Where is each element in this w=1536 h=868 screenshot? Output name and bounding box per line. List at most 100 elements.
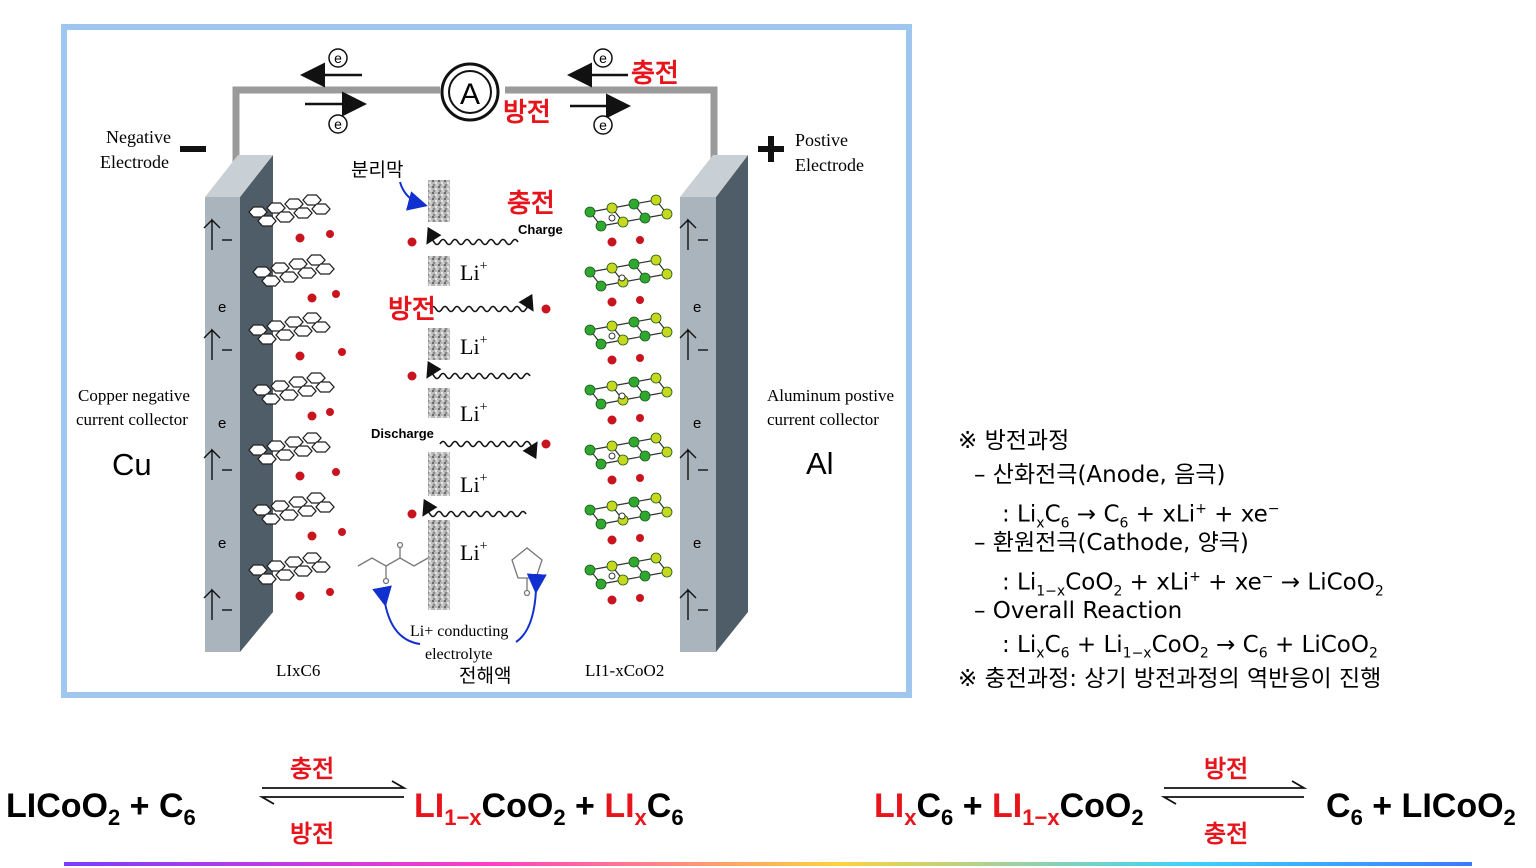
external-circuit-wire	[232, 86, 718, 175]
lithium-ion-dot	[407, 509, 417, 519]
graphite-layer	[248, 312, 331, 345]
charge-label-mid: 충전	[507, 189, 555, 219]
plus-sign-icon	[758, 136, 784, 162]
lithium-ion-dot	[295, 351, 305, 361]
electron-symbol: e	[334, 50, 342, 66]
lithium-ion-dot	[307, 531, 317, 541]
collector-current-arrows	[203, 218, 708, 620]
right-equation-reactants: LIxC6 + LI1−xCoO2	[874, 787, 1144, 830]
cathode-layer	[584, 492, 673, 545]
cathode-layer	[584, 372, 673, 425]
charge-process-note: ※ 충전과정: 상기 방전과정의 역반응이 진행	[958, 666, 1382, 692]
svg-text:Li+: Li+	[460, 400, 488, 426]
separator-label: 분리막	[351, 159, 403, 181]
left-equation-top-label: 충전	[290, 755, 334, 783]
collector-electron-labels: e e e e e e	[218, 299, 701, 552]
aluminum-collector-label-2: current collector	[767, 410, 879, 429]
discharge-english-label: Discharge	[371, 426, 434, 441]
cathode-formula-label: LI1-xCoO2	[585, 661, 664, 680]
oxidation-equation: : LixC6 → C6 + xLi+ + xe−	[1002, 501, 1280, 532]
lithium-ion-dot	[607, 415, 617, 425]
separator-pointer-arrow	[399, 181, 428, 211]
lithium-ion-dot	[607, 595, 617, 605]
lithium-ion-dot	[338, 528, 346, 536]
charge-label-top: 충전	[631, 59, 679, 89]
lithium-ion-dot	[636, 594, 644, 602]
electrolyte-pointer-right	[515, 573, 547, 643]
positive-electrode-label: Postive	[795, 130, 848, 150]
electron-symbol: e	[693, 415, 701, 432]
electron-symbol: e	[334, 116, 342, 132]
left-equation-bottom-label: 방전	[290, 820, 334, 848]
graphite-layer	[248, 194, 331, 227]
electrolyte-pointer-left	[372, 585, 421, 645]
aluminum-symbol: Al	[806, 446, 834, 481]
discharge-label-top: 방전	[503, 98, 551, 128]
negative-electrode-label-2: Electrode	[100, 152, 169, 172]
copper-collector-label-2: current collector	[76, 410, 188, 429]
negative-electrode-label: Negative	[106, 127, 171, 147]
discharge-process-title: ※ 방전과정	[958, 428, 1070, 454]
minus-sign-icon	[180, 146, 206, 152]
svg-text:Li+: Li+	[460, 259, 488, 285]
svg-text:Li+: Li+	[460, 471, 488, 497]
lithium-ion-dot	[607, 475, 617, 485]
graphite-layer	[252, 254, 335, 287]
lithium-ion-dot	[295, 591, 305, 601]
reaction-notes: ※ 방전과정 – 산화전극(Anode, 음극) : LixC6 → C6 + …	[958, 424, 1384, 696]
lithium-ion-dot	[636, 414, 644, 422]
anode-formula-label: LIxC6	[276, 661, 320, 680]
lithium-ion-dot	[295, 233, 305, 243]
graphite-anode-layers	[248, 194, 346, 601]
graphite-layer	[252, 372, 335, 405]
equilibrium-arrows-left	[258, 780, 408, 805]
right-equation-products: C6 + LICoO2	[1326, 787, 1516, 830]
lithium-ion-dot	[326, 588, 334, 596]
cathode-layer	[584, 254, 673, 307]
lithium-ion-dot	[307, 293, 317, 303]
electron-symbol: e	[599, 50, 607, 66]
right-equation-top-label: 방전	[1204, 755, 1248, 783]
lithium-ion-dot	[338, 348, 346, 356]
lithium-ion-dot	[407, 371, 417, 381]
aluminum-collector-label: Aluminum postive	[767, 386, 894, 405]
electron-symbol-icons: e e e e	[328, 48, 613, 135]
reduction-equation: : Li1−xCoO2 + xLi+ + xe− → LiCoO2	[1002, 569, 1384, 600]
overall-reaction-equation: : LixC6 + Li1−xCoO2 → C6 + LiCoO2	[1002, 632, 1378, 662]
lithium-ion-dot	[607, 355, 617, 365]
svg-text:Li+: Li+	[460, 539, 488, 565]
right-equation-bottom-label: 충전	[1204, 820, 1248, 848]
linear-carbonate-molecule-icon	[357, 541, 429, 585]
discharge-label-mid: 방전	[388, 295, 436, 325]
lithium-ion-dot	[607, 535, 617, 545]
left-equation-products: LI1−xCoO2 + LIxC6	[414, 787, 684, 830]
lithium-ion-dot	[636, 296, 644, 304]
electron-flow-arrows	[300, 62, 631, 119]
graphite-layer	[252, 492, 335, 525]
lithium-ion-dot	[326, 230, 334, 238]
lithium-ion-dot	[607, 237, 617, 247]
oxidation-electrode-label: – 산화전극(Anode, 음극)	[974, 462, 1226, 488]
aluminum-current-collector	[680, 155, 748, 652]
bottom-divider	[64, 862, 1472, 866]
lithium-ion-dot	[541, 304, 551, 314]
cathode-layer	[584, 552, 673, 605]
ion-migration-arrows	[407, 226, 551, 519]
positive-electrode-label-2: Electrode	[795, 155, 864, 175]
cathode-layer	[584, 432, 673, 485]
lithium-ion-labels: Li+ Li+ Li+ Li+ Li+	[460, 259, 488, 565]
separator-membrane	[428, 180, 450, 610]
electron-symbol: e	[218, 535, 226, 552]
left-equation-reactants: LICoO2 + C6	[6, 787, 196, 830]
lithium-ion-dot	[636, 354, 644, 362]
electron-symbol: e	[599, 117, 607, 133]
copper-symbol: Cu	[112, 447, 152, 482]
charge-english-label: Charge	[518, 222, 563, 237]
lithium-ion-dot	[332, 468, 340, 476]
diagram-frame	[61, 24, 912, 698]
electrolyte-label: Li+ conducting	[410, 623, 508, 640]
electron-symbol: e	[218, 299, 226, 316]
reduction-electrode-label: – 환원전극(Cathode, 양극)	[974, 530, 1249, 556]
electron-symbol: e	[693, 535, 701, 552]
lithium-ion-dot	[541, 439, 551, 449]
